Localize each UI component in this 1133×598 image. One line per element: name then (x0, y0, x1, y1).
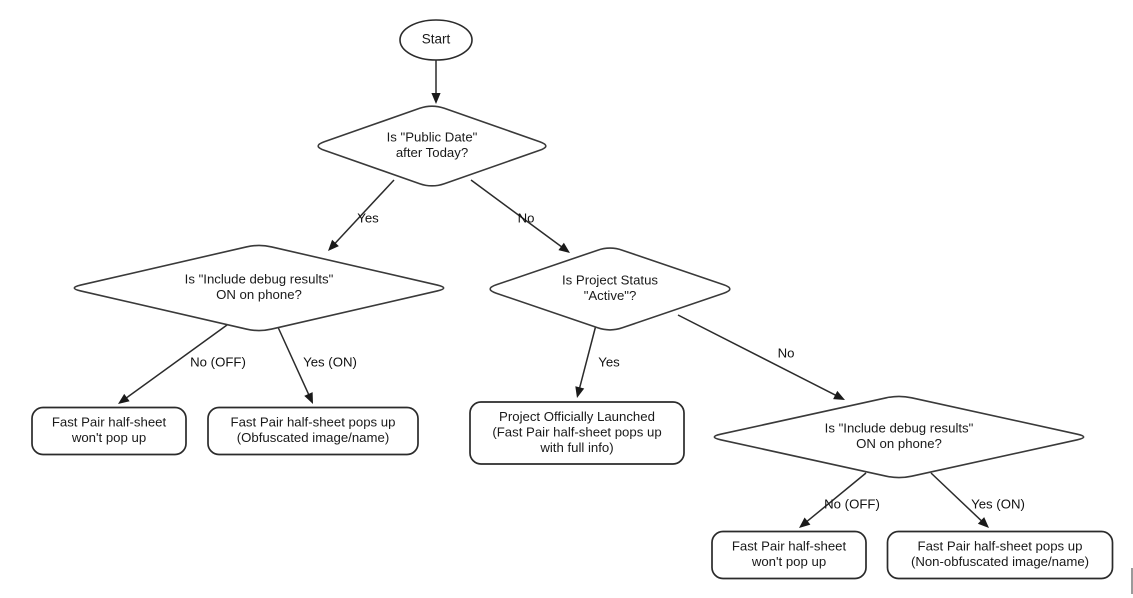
edge-label: Yes (ON) (303, 354, 357, 369)
edge-label: No (778, 345, 795, 360)
flow-node-d-public-date[interactable]: Is "Public Date"after Today? (317, 105, 547, 187)
edge-label: No (OFF) (824, 496, 880, 511)
flow-node-d-debug-left[interactable]: Is "Include debug results"ON on phone? (73, 244, 445, 332)
edge-line (470, 179, 563, 248)
edge-line (578, 324, 597, 389)
edge-arrowhead-icon (118, 393, 130, 404)
node-label-line: Is "Include debug results" (825, 421, 974, 436)
node-label-line: Fast Pair half-sheet pops up (918, 539, 1083, 554)
node-label-line: Fast Pair half-sheet pops up (231, 415, 396, 430)
edge-line (125, 324, 228, 400)
edge-line (930, 472, 983, 523)
node-label-line: Start (422, 32, 451, 47)
flow-edge-e-project-status-no: No (677, 314, 845, 400)
edge-arrowhead-icon (977, 517, 989, 528)
edge-label: No (518, 210, 535, 225)
flow-edge-e-public-date-no: No (470, 179, 570, 253)
terminal-box-shape (469, 401, 685, 465)
terminal-box-shape (207, 406, 419, 456)
node-label-line: with full info) (539, 440, 613, 455)
edge-arrowhead-icon (833, 390, 845, 400)
node-label-line: Fast Pair half-sheet (732, 539, 847, 554)
flow-edge-e-start-to-public-date (431, 60, 441, 104)
decision-diamond-shape (713, 395, 1085, 479)
node-label-line: Is "Include debug results" (185, 272, 334, 287)
node-label-line: Is "Public Date" (387, 130, 478, 145)
flow-edge-e-project-status-yes: Yes (575, 324, 620, 398)
edge-arrowhead-icon (558, 242, 570, 253)
node-label-line: Fast Pair half-sheet (52, 415, 167, 430)
flow-edge-e-debug-left-no: No (OFF) (118, 324, 246, 404)
node-label-line: (Non-obfuscated image/name) (911, 554, 1089, 569)
node-label-line: won't pop up (71, 430, 146, 445)
decision-diamond-shape (317, 105, 547, 187)
flow-node-d-project-status[interactable]: Is Project Status"Active"? (489, 247, 731, 331)
node-label-line: "Active"? (584, 288, 637, 303)
edge-arrowhead-icon (304, 392, 313, 404)
edge-label: Yes (ON) (971, 496, 1025, 511)
flow-edge-e-debug-left-yes: Yes (ON) (276, 324, 357, 404)
start-oval-shape (399, 19, 473, 61)
edge-arrowhead-icon (575, 386, 585, 398)
edge-line (333, 179, 395, 245)
flow-node-t-launched[interactable]: Project Officially Launched(Fast Pair ha… (469, 401, 685, 465)
terminal-box-shape (31, 406, 187, 456)
flow-node-t-left-yes[interactable]: Fast Pair half-sheet pops up(Obfuscated … (207, 406, 419, 456)
flow-node-start[interactable]: Start (399, 19, 473, 61)
terminal-box-shape (711, 530, 867, 580)
page-edge-marker (1131, 568, 1133, 594)
flow-edge-e-debug-right-no: No (OFF) (799, 472, 880, 528)
flow-node-d-debug-right[interactable]: Is "Include debug results"ON on phone? (713, 395, 1085, 479)
node-label-line: won't pop up (751, 554, 826, 569)
terminal-box-shape (886, 530, 1114, 580)
edge-line (276, 324, 310, 396)
edge-label: No (OFF) (190, 354, 246, 369)
edge-arrowhead-icon (799, 517, 811, 528)
edge-line (677, 314, 837, 397)
edge-arrowhead-icon (431, 93, 441, 104)
node-label-line: (Fast Pair half-sheet pops up (492, 424, 661, 439)
edge-label: Yes (598, 354, 620, 369)
node-label-line: Project Officially Launched (499, 409, 655, 424)
decision-diamond-shape (489, 247, 731, 331)
node-label-line: Is Project Status (562, 273, 658, 288)
nodes-layer: Start Is "Public Date"after Today? Is "Inc… (31, 19, 1114, 580)
node-label-line: after Today? (396, 145, 468, 160)
edge-label: Yes (357, 210, 379, 225)
node-label-line: (Obfuscated image/name) (237, 430, 389, 445)
flow-edge-e-public-date-yes: Yes (328, 179, 395, 251)
edge-line (805, 472, 867, 523)
flow-edge-e-debug-right-yes: Yes (ON) (930, 472, 1025, 528)
edge-arrowhead-icon (328, 239, 339, 251)
node-label-line: ON on phone? (216, 287, 302, 302)
node-label-line: ON on phone? (856, 436, 942, 451)
decision-diamond-shape (73, 244, 445, 332)
flow-node-t-right-yes[interactable]: Fast Pair half-sheet pops up(Non-obfusca… (886, 530, 1114, 580)
